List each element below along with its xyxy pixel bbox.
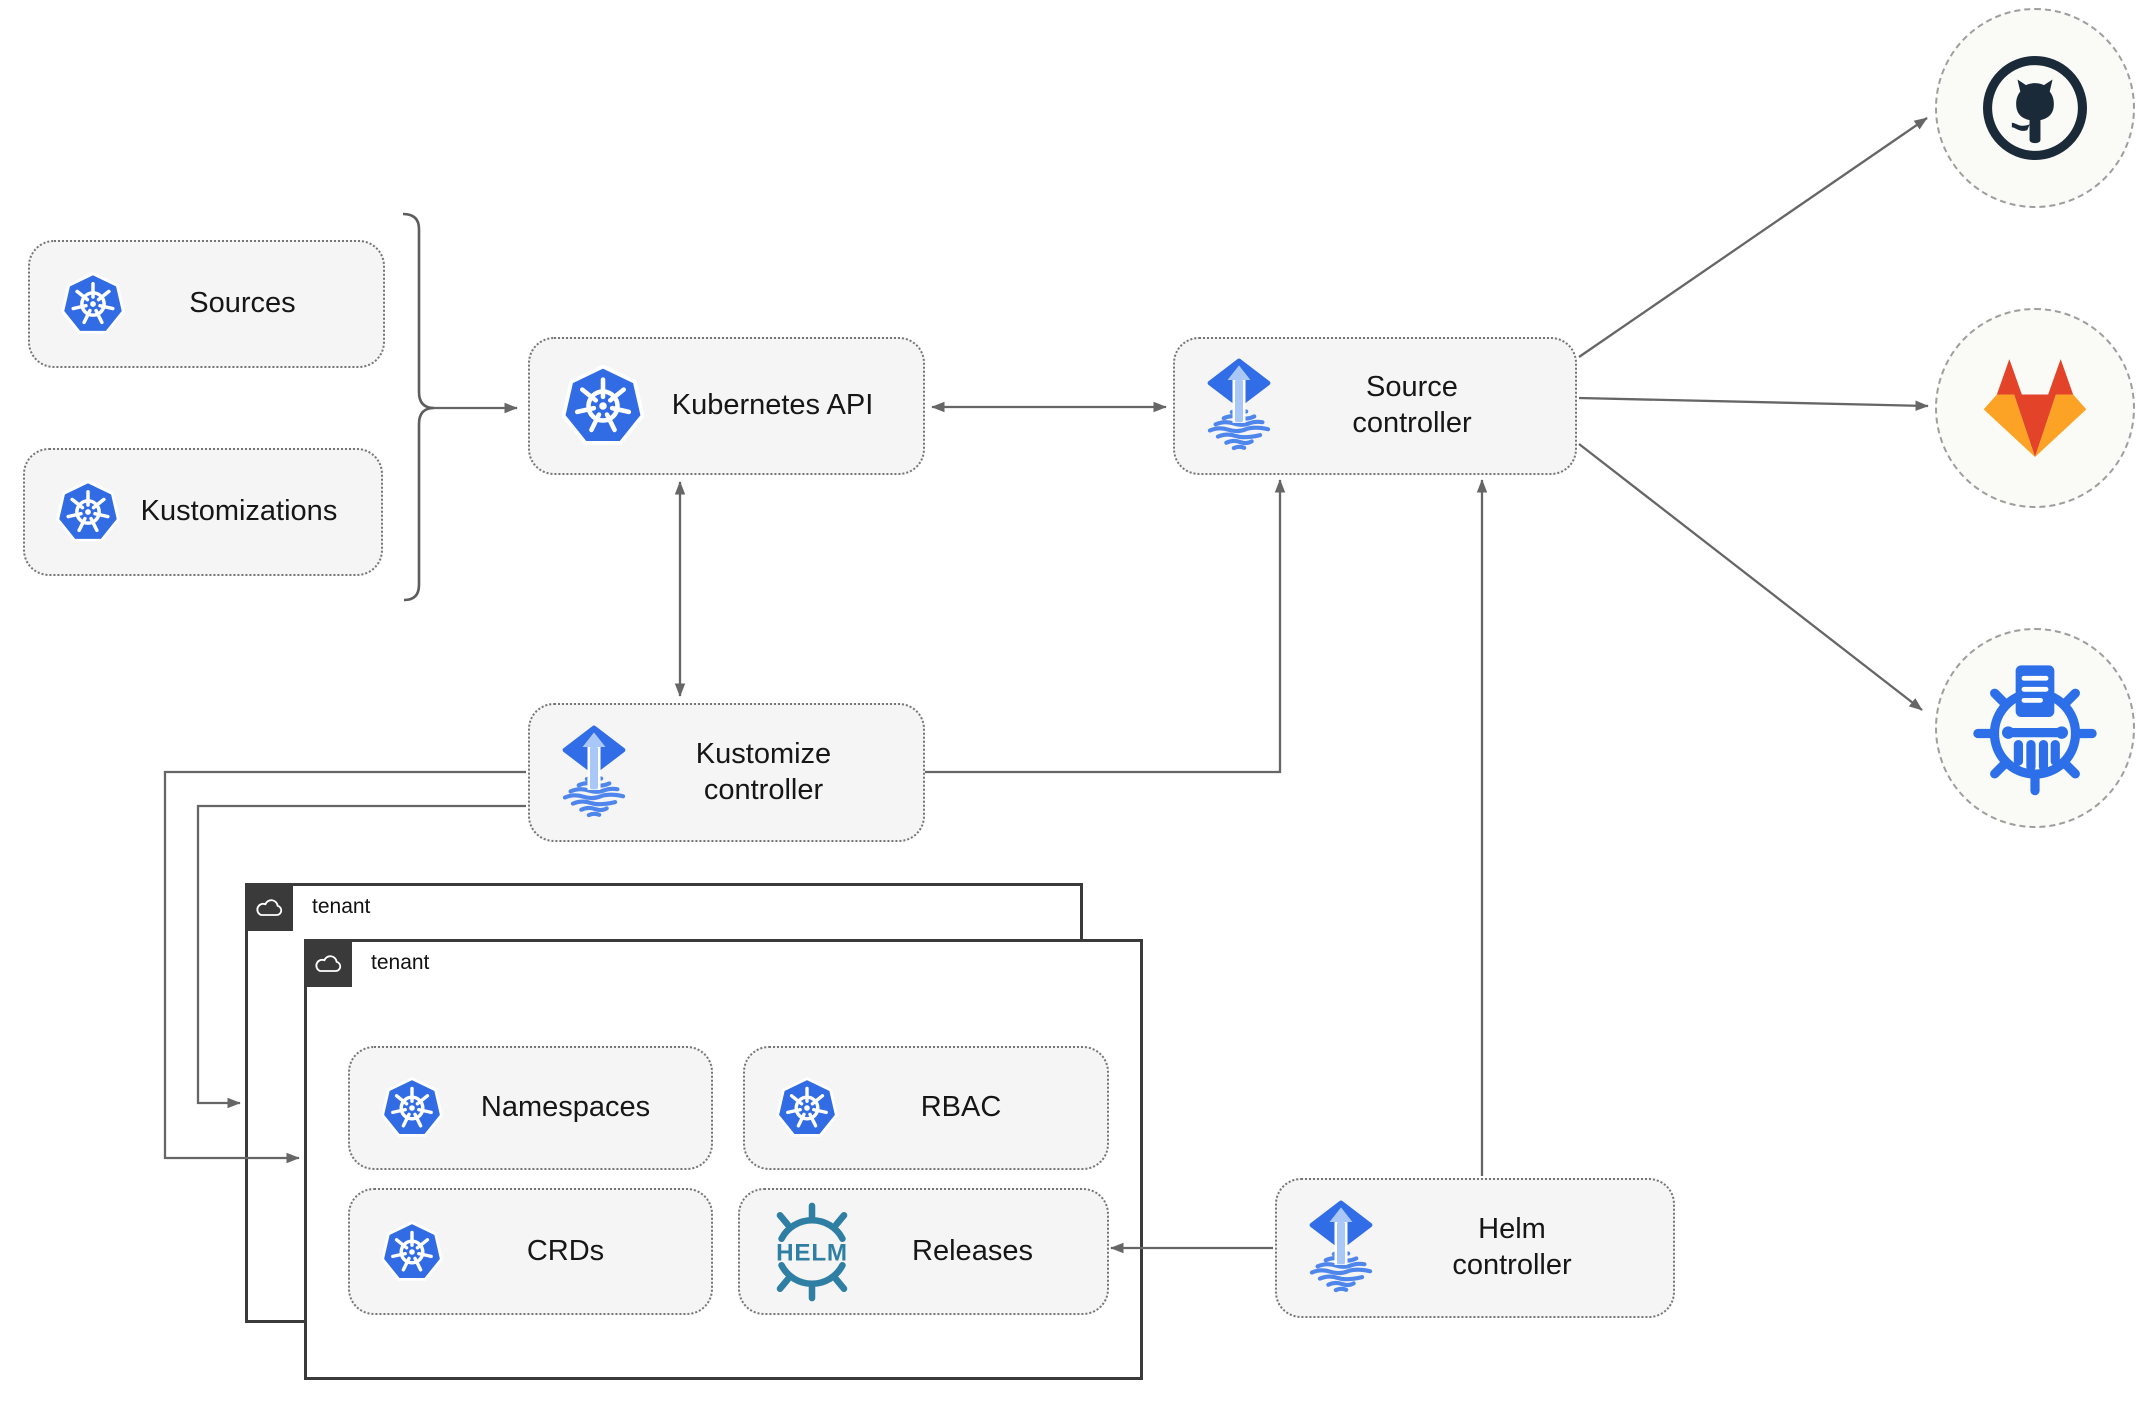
flux-icon <box>1205 357 1273 455</box>
kustomizations-node: Kustomizations <box>23 448 383 576</box>
tenant-box-front: tenant Namespaces <box>304 939 1143 1380</box>
helm-wordmark: HELM <box>776 1239 848 1266</box>
flux-icon <box>1307 1199 1375 1297</box>
kustomizations-label: Kustomizations <box>140 495 338 528</box>
kubernetes-icon <box>380 1076 444 1140</box>
helm-controller-node: Helm controller <box>1275 1178 1675 1318</box>
rbac-node: RBAC <box>743 1046 1109 1170</box>
kubernetes-icon <box>775 1076 839 1140</box>
sources-node: Sources <box>28 240 385 368</box>
kubernetes-api-label: Kubernetes API <box>671 389 874 422</box>
namespaces-label: Namespaces <box>480 1091 651 1124</box>
kubernetes-icon <box>560 363 646 449</box>
github-circle <box>1935 8 2135 208</box>
edge-source-to-github <box>1578 117 1928 358</box>
helm-logo-icon: HELM <box>762 1202 862 1302</box>
crds-label: CRDs <box>526 1234 605 1267</box>
source-controller-label: Source controller <box>1352 371 1472 439</box>
namespaces-node: Namespaces <box>348 1046 713 1170</box>
kustomize-controller-label: Kustomize controller <box>695 737 832 806</box>
crds-node: CRDs <box>348 1188 713 1315</box>
source-controller-node: Source controller <box>1173 337 1577 475</box>
chartmuseum-icon <box>1973 665 2097 796</box>
rbac-label: RBAC <box>920 1091 1002 1124</box>
edge-source-to-chartmuseum <box>1578 443 1923 711</box>
edge-kustomize-to-source-controller <box>925 479 1286 774</box>
kubernetes-api-node: Kubernetes API <box>528 337 925 475</box>
github-icon <box>1983 56 2087 160</box>
tenant-back-label: tenant <box>312 895 371 918</box>
cloud-icon <box>315 954 342 972</box>
kubernetes-icon <box>55 479 121 545</box>
chartmuseum-circle <box>1935 628 2135 828</box>
releases-node: HELM Releases <box>738 1188 1109 1315</box>
cloud-icon <box>256 898 283 916</box>
tenant-back-tag <box>245 883 293 931</box>
releases-label: Releases <box>912 1234 1033 1267</box>
edge-source-to-gitlab <box>1578 396 1929 411</box>
helm-controller-label: Helm controller <box>1452 1213 1572 1281</box>
kustomize-controller-node: Kustomize controller <box>528 703 925 842</box>
tenant-front-tag <box>304 939 352 987</box>
sources-label: Sources <box>189 287 296 320</box>
crd-group-brace <box>402 212 435 602</box>
gitlab-icon <box>1983 359 2087 457</box>
kubernetes-icon <box>60 271 126 337</box>
flux-icon <box>560 724 628 822</box>
tenant-front-label: tenant <box>371 951 430 974</box>
gitlab-circle <box>1935 308 2135 508</box>
kubernetes-icon <box>380 1220 444 1284</box>
